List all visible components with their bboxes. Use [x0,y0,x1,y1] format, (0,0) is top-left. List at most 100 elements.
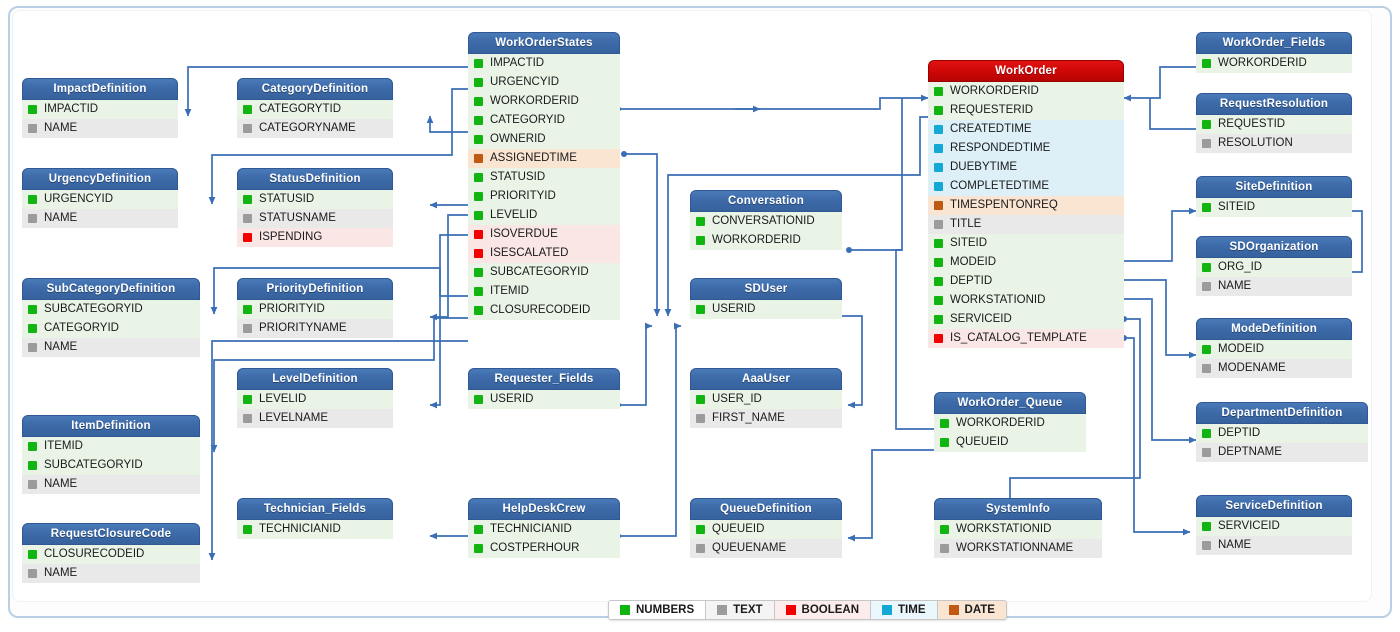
column-row[interactable]: CATEGORYID [22,319,200,338]
column-row[interactable]: COMPLETEDTIME [928,177,1124,196]
column-row[interactable]: CONVERSATIONID [690,212,842,231]
column-row[interactable]: DUEBYTIME [928,158,1124,177]
column-row[interactable]: QUEUEID [690,520,842,539]
column-row[interactable]: QUEUEID [934,433,1086,452]
column-row[interactable]: WORKSTATIONID [928,291,1124,310]
column-row[interactable]: PRIORITYNAME [237,319,393,338]
column-row[interactable]: SUBCATEGORYID [468,263,620,282]
column-row[interactable]: WORKSTATIONNAME [934,539,1102,558]
column-row[interactable]: LEVELNAME [237,409,393,428]
column-row[interactable]: PRIORITYID [237,300,393,319]
column-row[interactable]: SUBCATEGORYID [22,456,200,475]
column-row[interactable]: IMPACTID [22,100,178,119]
column-row[interactable]: WORKORDERID [690,231,842,250]
column-row[interactable]: URGENCYID [468,73,620,92]
column-row[interactable]: ASSIGNEDTIME [468,149,620,168]
column-row[interactable]: NAME [22,564,200,583]
column-row[interactable]: QUEUENAME [690,539,842,558]
column-row[interactable]: NAME [1196,536,1352,555]
column-row[interactable]: USERID [690,300,842,319]
column-row[interactable]: REQUESTID [1196,115,1352,134]
column-row[interactable]: CATEGORYTID [237,100,393,119]
column-row[interactable]: SERVICEID [928,310,1124,329]
column-row[interactable]: NAME [1196,277,1352,296]
column-row[interactable]: SERVICEID [1196,517,1352,536]
column-row[interactable]: USER_ID [690,390,842,409]
column-row[interactable]: CLOSURECODEID [22,545,200,564]
column-row[interactable]: COSTPERHOUR [468,539,620,558]
column-row[interactable]: STATUSNAME [237,209,393,228]
column-row[interactable]: CLOSURECODEID [468,301,620,320]
column-row[interactable]: NAME [22,475,200,494]
column-row[interactable]: OWNERID [468,130,620,149]
column-row[interactable]: ISESCALATED [468,244,620,263]
column-row[interactable]: TECHNICIANID [468,520,620,539]
column-row[interactable]: MODEID [928,253,1124,272]
column-row[interactable]: ISOVERDUE [468,225,620,244]
column-row[interactable]: SITEID [1196,198,1352,217]
column-row[interactable]: TECHNICIANID [237,520,393,539]
column-row[interactable]: RESPONDEDTIME [928,139,1124,158]
column-row[interactable]: DEPTID [928,272,1124,291]
column-row[interactable]: NAME [22,209,178,228]
column-row[interactable]: TIMESPENTONREQ [928,196,1124,215]
column-row[interactable]: PRIORITYID [468,187,620,206]
column-row[interactable]: IS_CATALOG_TEMPLATE [928,329,1124,348]
column-row[interactable]: SUBCATEGORYID [22,300,200,319]
column-row[interactable]: WORKORDERID [468,92,620,111]
column-row[interactable]: CATEGORYID [468,111,620,130]
column-row[interactable]: WORKORDERID [934,414,1086,433]
column-row[interactable]: FIRST_NAME [690,409,842,428]
column-row[interactable]: IMPACTID [468,54,620,73]
column-row[interactable]: NAME [22,119,178,138]
column-row[interactable]: CREATEDTIME [928,120,1124,139]
column-row[interactable]: LEVELID [237,390,393,409]
column-row[interactable]: ITEMID [468,282,620,301]
column-row[interactable]: SITEID [928,234,1124,253]
column-row[interactable]: ITEMID [22,437,200,456]
column-row[interactable]: REQUESTERID [928,101,1124,120]
column-row[interactable]: CATEGORYNAME [237,119,393,138]
column-row[interactable]: STATUSID [468,168,620,187]
column-row[interactable]: LEVELID [468,206,620,225]
column-row[interactable]: NAME [22,338,200,357]
column-row[interactable]: WORKSTATIONID [934,520,1102,539]
column-row[interactable]: MODENAME [1196,359,1352,378]
column-row[interactable]: ISPENDING [237,228,393,247]
column-row[interactable]: STATUSID [237,190,393,209]
column-row[interactable]: TITLE [928,215,1124,234]
column-row[interactable]: DEPTID [1196,424,1368,443]
column-row[interactable]: RESOLUTION [1196,134,1352,153]
column-row[interactable]: ORG_ID [1196,258,1352,277]
column-row[interactable]: DEPTNAME [1196,443,1368,462]
column-row[interactable]: URGENCYID [22,190,178,209]
column-row[interactable]: WORKORDERID [928,82,1124,101]
column-row[interactable]: WORKORDERID [1196,54,1352,73]
